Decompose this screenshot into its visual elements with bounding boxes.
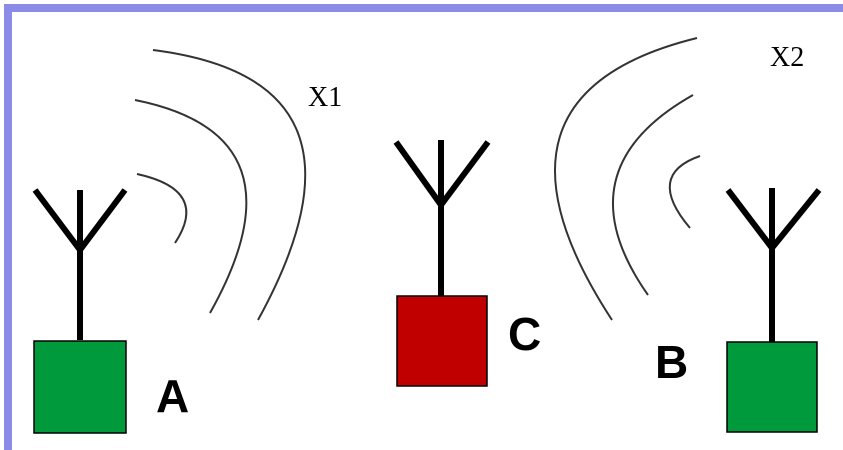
node-c-label: C: [508, 308, 541, 360]
antenna-icon: [32, 188, 128, 340]
antenna-icon: [393, 140, 491, 296]
radio-wave-icon: [134, 49, 307, 321]
node-c-box: [396, 295, 488, 387]
signal-x2-label: X2: [770, 42, 804, 73]
radio-wave-icon: [554, 37, 701, 321]
node-b-label: B: [655, 336, 688, 388]
node-b-box: [726, 341, 818, 433]
node-a-box: [33, 340, 127, 434]
node-a-label: A: [156, 370, 189, 422]
antenna-icon: [725, 188, 822, 342]
signal-x1-label: X1: [308, 82, 342, 113]
